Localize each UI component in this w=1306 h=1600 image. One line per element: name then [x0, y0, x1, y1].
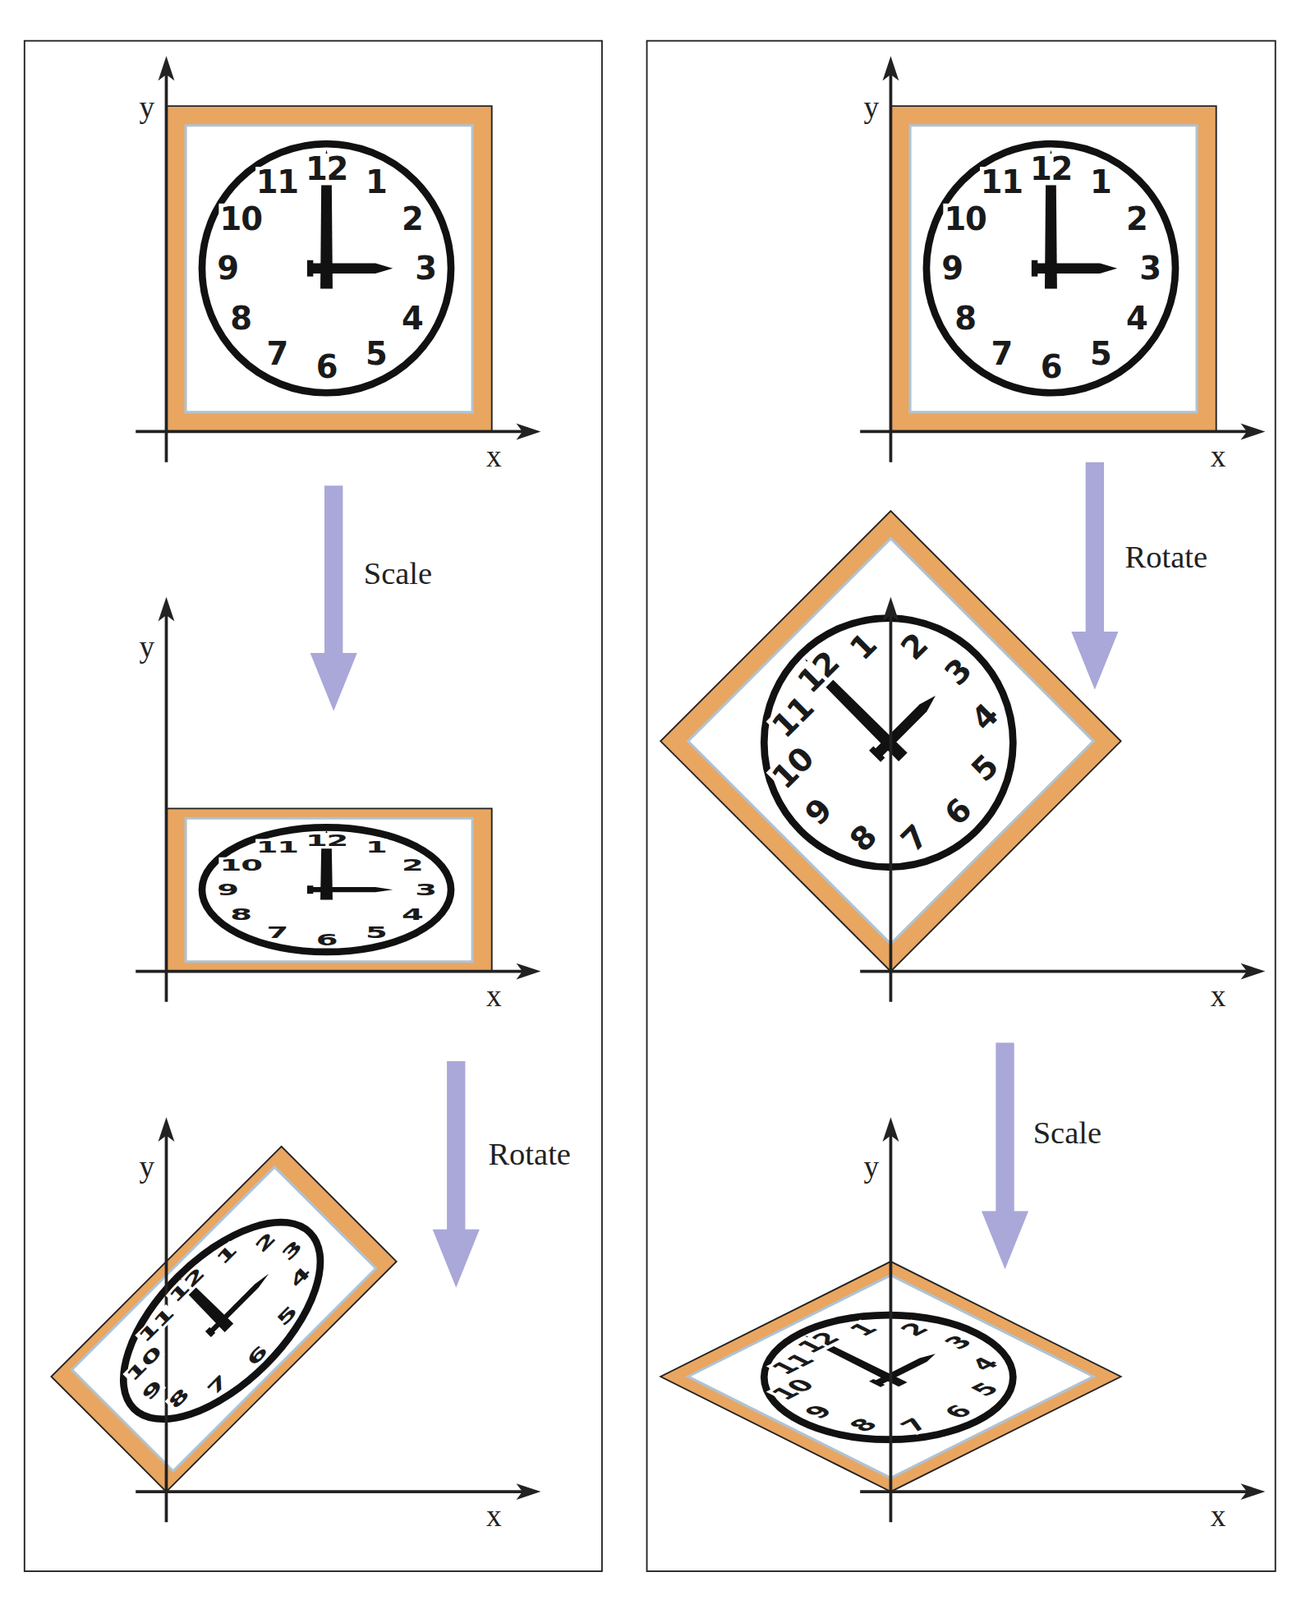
panel-frame [647, 41, 1276, 1572]
clock-numeral: 9 [940, 252, 964, 285]
axes [135, 71, 1250, 1523]
transform-label: Scale [1033, 1117, 1102, 1150]
clock-numeral: 4 [400, 302, 424, 335]
clock-numeral: 9 [216, 252, 240, 285]
clock-numeral: 10 [218, 856, 263, 873]
axis-label: x [486, 980, 502, 1012]
clock-numeral: 4 [400, 906, 424, 923]
clock-numeral: 6 [314, 351, 338, 384]
clock-numeral: 12 [304, 153, 350, 186]
clock-numeral: 4 [1125, 302, 1149, 335]
clock-numeral: 12 [1029, 153, 1074, 186]
clock-figure [890, 105, 1216, 432]
step-arrows [310, 462, 1119, 1288]
clock-numeral: 2 [400, 202, 424, 235]
clock-numeral: 1 [364, 838, 388, 855]
axis-label: x [486, 441, 502, 472]
axis-label: y [864, 1151, 880, 1182]
clock-numeral: 12 [304, 832, 350, 848]
clock-numeral: 10 [218, 202, 263, 235]
axis-label: y [139, 631, 156, 663]
axis-arrowheads [158, 55, 1266, 1500]
clock-numeral: 7 [265, 338, 289, 371]
axis-label: x [1210, 441, 1227, 472]
axis-label: y [139, 1151, 156, 1182]
axis-label: y [864, 91, 880, 123]
clock-numeral: 8 [229, 302, 253, 335]
transform-label: Scale [363, 557, 433, 590]
clock-numeral: 7 [989, 338, 1013, 371]
clock-numeral: 11 [254, 838, 299, 855]
clock-numeral: 5 [1089, 338, 1113, 371]
axis-label: y [139, 91, 156, 123]
clock-figure [165, 105, 492, 432]
transform-label: Rotate [487, 1138, 571, 1171]
panel-frame [24, 41, 603, 1572]
clock-numeral: 3 [413, 252, 437, 285]
clock-numeral: 10 [942, 202, 988, 235]
clock-numeral: 3 [1138, 252, 1162, 285]
axis-label: x [486, 1500, 502, 1532]
clock-numeral: 11 [254, 166, 299, 199]
axis-label: x [1210, 1500, 1227, 1532]
clock-numeral: 8 [229, 906, 253, 923]
clock-numeral: 11 [979, 166, 1024, 199]
clock-numeral: 6 [1039, 351, 1063, 384]
clock-numeral: 5 [364, 924, 388, 941]
axis-label: x [1210, 980, 1227, 1012]
clock-numeral: 7 [265, 924, 289, 941]
clock-figure [50, 1146, 396, 1492]
clock-numeral: 3 [413, 882, 437, 898]
transform-label: Rotate [1125, 541, 1209, 574]
clock-numeral: 5 [364, 338, 388, 371]
clock-numeral: 1 [364, 166, 388, 199]
clock-numeral: 6 [314, 931, 338, 948]
clock-numeral: 2 [1125, 202, 1149, 235]
clock-numeral: 9 [216, 882, 240, 898]
clock-numeral: 8 [953, 302, 977, 335]
clock-figure [165, 808, 492, 971]
clock-numeral: 1 [1089, 166, 1113, 199]
clock-numeral: 2 [400, 856, 424, 873]
